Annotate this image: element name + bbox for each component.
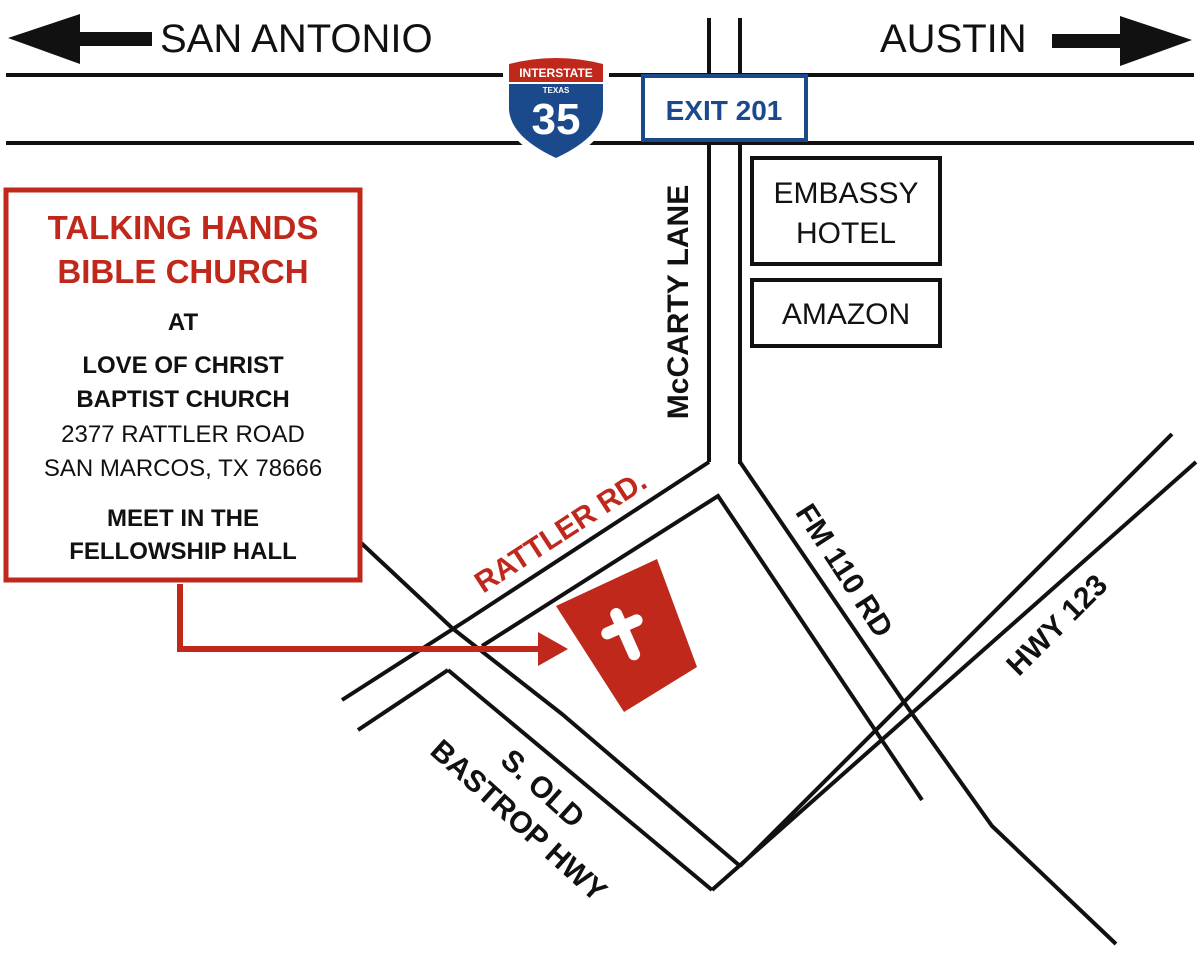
cross-icon <box>601 608 643 661</box>
embassy-label-line1: EMBASSY <box>773 177 918 210</box>
info-meet-line1: MEET IN THE <box>107 505 259 532</box>
mccarty-lane-road <box>707 18 742 462</box>
info-address-line1: 2377 RATTLER ROAD <box>61 421 305 448</box>
route-arrow <box>177 584 568 666</box>
info-church-line1: LOVE OF CHRIST <box>82 352 284 379</box>
rattler-road <box>340 460 1118 946</box>
arrow-east-icon <box>1052 16 1192 66</box>
mccarty-lane-label: McCARTY LANE <box>662 185 695 419</box>
shield-state-label: TEXAS <box>543 86 570 95</box>
info-meet-line2: FELLOWSHIP HALL <box>69 538 297 565</box>
hwy-123-road <box>710 432 1198 892</box>
info-at: AT <box>168 309 199 336</box>
direction-east-label: AUSTIN <box>880 17 1027 61</box>
arrow-west-icon <box>8 14 152 64</box>
shield-top-label: INTERSTATE <box>519 66 593 80</box>
direction-west-label: SAN ANTONIO <box>160 17 433 61</box>
info-address-line2: SAN MARCOS, TX 78666 <box>44 455 322 482</box>
info-title-line1: TALKING HANDS <box>48 209 319 246</box>
shield-number-label: 35 <box>532 95 581 144</box>
embassy-label-line2: HOTEL <box>796 217 896 250</box>
bastrop-hwy-road <box>356 538 742 892</box>
exit-201-sign: EXIT 201 <box>641 74 808 142</box>
exit-label: EXIT 201 <box>666 95 783 126</box>
route-arrowhead-icon <box>538 632 568 666</box>
church-marker <box>556 559 697 712</box>
info-title-line2: BIBLE CHURCH <box>57 253 308 290</box>
info-church-line2: BAPTIST CHURCH <box>76 386 289 413</box>
info-box: TALKING HANDS BIBLE CHURCH AT LOVE OF CH… <box>3 187 363 583</box>
amazon-box: AMAZON <box>750 278 942 348</box>
amazon-label: AMAZON <box>782 298 910 331</box>
embassy-hotel-box: EMBASSY HOTEL <box>750 156 942 266</box>
interstate-35-shield-icon: INTERSTATE TEXAS 35 <box>503 52 609 166</box>
fm110-road-label: FM 110 RD <box>789 498 899 643</box>
rattler-road-south-edge <box>480 493 924 802</box>
